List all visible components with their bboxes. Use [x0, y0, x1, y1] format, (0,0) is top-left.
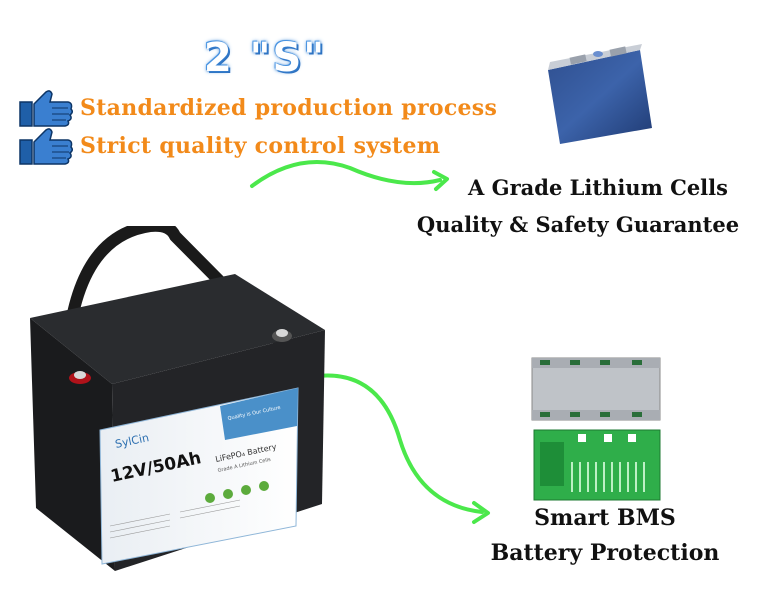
- bms-caption-line1: Smart BMS: [534, 505, 676, 531]
- thumbs-up-icon: [19, 128, 74, 165]
- arrow-to-bms: [316, 373, 484, 514]
- feature-item: Standardized production process: [18, 88, 497, 128]
- cells-caption-line2: Quality & Safety Guarantee: [416, 212, 740, 237]
- feature-item: Strict quality control system: [18, 126, 440, 166]
- battery-feature-icons: [205, 481, 269, 503]
- arrow-head-icon: [472, 501, 490, 524]
- arrow-head-icon: [432, 170, 449, 191]
- feature-label: Standardized production process: [80, 95, 498, 121]
- page-title: 2 "S": [203, 35, 327, 81]
- lithium-cell-image: [548, 44, 652, 144]
- thumbs-up-icon: [19, 90, 74, 127]
- bms-board-image: [531, 357, 661, 501]
- cells-caption-line1: A Grade Lithium Cells: [468, 175, 728, 200]
- battery-image: SylCin Quality is Our Culture 12V/50Ah L…: [30, 226, 325, 571]
- arrow-to-cells: [250, 160, 442, 188]
- feature-label: Strict quality control system: [80, 133, 441, 159]
- bms-caption-line2: Battery Protection: [490, 540, 720, 566]
